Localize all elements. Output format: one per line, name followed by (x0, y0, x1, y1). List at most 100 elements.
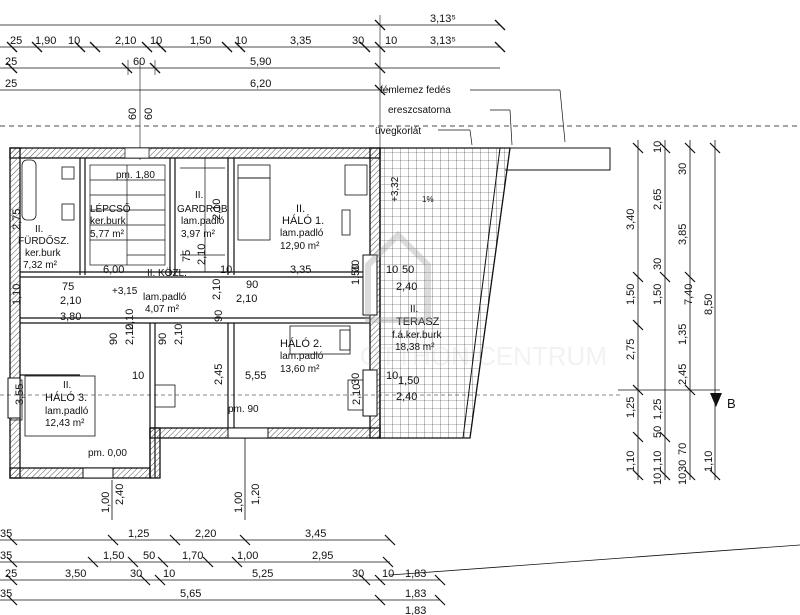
top-dim-r1-0: 3,13⁵ (430, 13, 456, 25)
inner-dim-w: 5,55 (245, 370, 266, 382)
bottom-dim-r3-5: 30 (352, 568, 364, 580)
bottom-dim-r1-3: 3,45 (305, 528, 326, 540)
top-dim-r3-1: 60 (133, 56, 145, 68)
bed-halo2 (289, 325, 365, 411)
right-dim-col2: 10 2,65 30 1,50 1,25 50 1,10 10 (652, 141, 664, 485)
room-lepcso-name: LÉPCSŐ (90, 201, 131, 215)
bottom-dim-row2: 35 1,50 50 1,70 1,00 2,95 (0, 550, 333, 562)
room-halo3-name: HÁLÓ 3. (45, 391, 87, 404)
inner-dim-ah: 2,10 (124, 309, 136, 330)
bottom-dim-v3-0: 1,00 (233, 492, 245, 513)
top-dim-r4-0: 25 (5, 78, 17, 90)
bottom-dim-r4-2: 1,83 (405, 588, 426, 600)
inner-dim-y: 30 (350, 373, 362, 385)
bottom-dim-r2-5: 2,95 (312, 550, 333, 562)
inner-dim-p: 1,50 (350, 264, 362, 285)
room-halo1-area: 12,90 m² (280, 241, 320, 252)
bed-halo1 (237, 164, 368, 241)
room-halo1-name: HÁLÓ 1. (282, 214, 324, 227)
top-dim-r2-10: 3,13⁵ (430, 35, 456, 47)
right-dim-c2-0: 10 (652, 141, 664, 153)
room-gardrob: II. GARDRÓB lam.padló 3,97 m² (177, 190, 228, 240)
bottom-dim-r4-0: 35 (0, 588, 12, 600)
inner-dim-af: 30 (350, 260, 362, 272)
bottom-dim-row3: 25 3,50 30 10 5,25 30 10 1,83 (5, 568, 426, 580)
right-dim-c2-2: 30 (652, 258, 664, 270)
right-dim-c2-3: 1,50 (652, 284, 664, 305)
slope-label: 1% (422, 195, 434, 204)
right-dim-c2-7: 10 (652, 473, 664, 485)
room-furdo-name: FÜRDŐSZ. (18, 233, 69, 247)
right-dim-c5-1: 1,10 (703, 451, 715, 472)
top-dim-row3: 25 60 5,90 (5, 56, 271, 68)
bottom-dim-row1: 35 1,25 2,20 3,45 (0, 528, 326, 540)
level-plus332: +3,32 (390, 176, 401, 202)
right-dim-c1-2: 2,75 (625, 339, 637, 360)
right-dim-c2-1: 2,65 (652, 189, 664, 210)
inner-dim-j: 75 (181, 250, 193, 262)
inner-dim-h: 90 (246, 279, 258, 291)
inner-dim-m: 10 (386, 264, 398, 276)
inner-dim-n: 50 (402, 264, 414, 276)
room-halo1: II. HÁLÓ 1. lam.padló 12,90 m² (280, 203, 324, 252)
inner-dim-d: 6,00 (103, 264, 124, 276)
right-dim-c3-3: 2,45 (677, 364, 689, 385)
level-plus315: +3,15 (112, 286, 138, 297)
level-marks: pm. 1,80 pm. 90 pm. 0,00 +3,15 +3,32 1% (88, 170, 434, 459)
room-furdo-floor: ker.burk (25, 248, 62, 259)
inner-dim-q: 3,80 (60, 311, 81, 323)
inner-dim-u: 90 (157, 333, 169, 345)
top-dim-r2-0: 25 (10, 35, 22, 47)
room-halo2-floor: lam.padló (280, 351, 324, 362)
bottom-dim-v2-0: 2,40 (114, 484, 126, 505)
room-terasz-name: TERASZ (396, 316, 440, 328)
top-dim-r3-0: 25 (5, 56, 17, 68)
bottom-dim-r2-4: 1,00 (237, 550, 258, 562)
right-dim-c3-1: 3,85 (677, 224, 689, 245)
room-kozl-name: KÖZL. (158, 267, 187, 279)
terrace (379, 147, 611, 439)
inner-dim-c: 75 (62, 281, 74, 293)
room-kozl: II. KÖZL. lam.padló 4,07 m² (143, 267, 187, 315)
bottom-dim-r2-2: 50 (143, 550, 155, 562)
room-halo1-floor: lam.padló (280, 228, 324, 239)
bathtub (21, 159, 75, 221)
level-pm0: pm. 0,00 (88, 448, 127, 459)
level-pm180: pm. 1,80 (116, 170, 155, 181)
right-dim-c5-0: 8,50 (703, 294, 715, 315)
bottom-dim-row4: 35 5,65 1,83 (0, 588, 426, 600)
inner-dim-o: 2,40 (396, 281, 417, 293)
room-kozl-area: 4,07 m² (145, 304, 180, 315)
room-gardrob-area: 3,97 m² (181, 229, 216, 240)
room-halo2-name: HÁLÓ 2. (280, 337, 322, 350)
top-dim-r2-8: 30 (352, 35, 364, 47)
bottom-dim-r3-4: 5,25 (252, 568, 273, 580)
right-dim-c3-4: 70 (677, 443, 689, 455)
room-halo3-level: II. (63, 380, 71, 391)
inner-dim-ad: 90 (213, 310, 225, 322)
right-dim-c1-3: 1,25 (625, 397, 637, 418)
bottom-dim-v1-0: 1,00 (100, 492, 112, 513)
top-dim-r2-9: 10 (385, 35, 397, 47)
bottom-dim-r1-1: 1,25 (128, 528, 149, 540)
annotation-leaders (0, 89, 800, 146)
inner-dim-l: 10 (220, 264, 232, 276)
inner-dim-g: 2,10 (196, 244, 208, 265)
room-lepcso-area: 5,77 m² (90, 229, 125, 240)
room-halo3-area: 12,43 m² (45, 418, 85, 429)
inner-dim-ac: 3,55 (14, 384, 26, 405)
room-lepcso: LÉPCSŐ ker.burk 5,77 m² (90, 201, 131, 240)
right-dim-c3-2: 1,35 (677, 324, 689, 345)
room-terasz: II. TERASZ f.á.ker.burk 18,38 m² (392, 304, 442, 353)
right-dim-c2-6: 1,10 (652, 451, 664, 472)
room-halo3-floor: lam.padló (45, 406, 89, 417)
top-dimension-lines (0, 15, 506, 160)
bottom-dim-r2-0: 35 (0, 550, 12, 562)
level-pm90: pm. 90 (228, 404, 259, 415)
right-dim-c3-6: 10 (677, 473, 689, 485)
bottom-dim-r1-0: 35 (0, 528, 12, 540)
bottom-dim-r1-2: 2,20 (195, 528, 216, 540)
room-lepcso-floor: ker.burk (90, 216, 127, 227)
inner-dim-k: 2,10 (211, 199, 223, 220)
